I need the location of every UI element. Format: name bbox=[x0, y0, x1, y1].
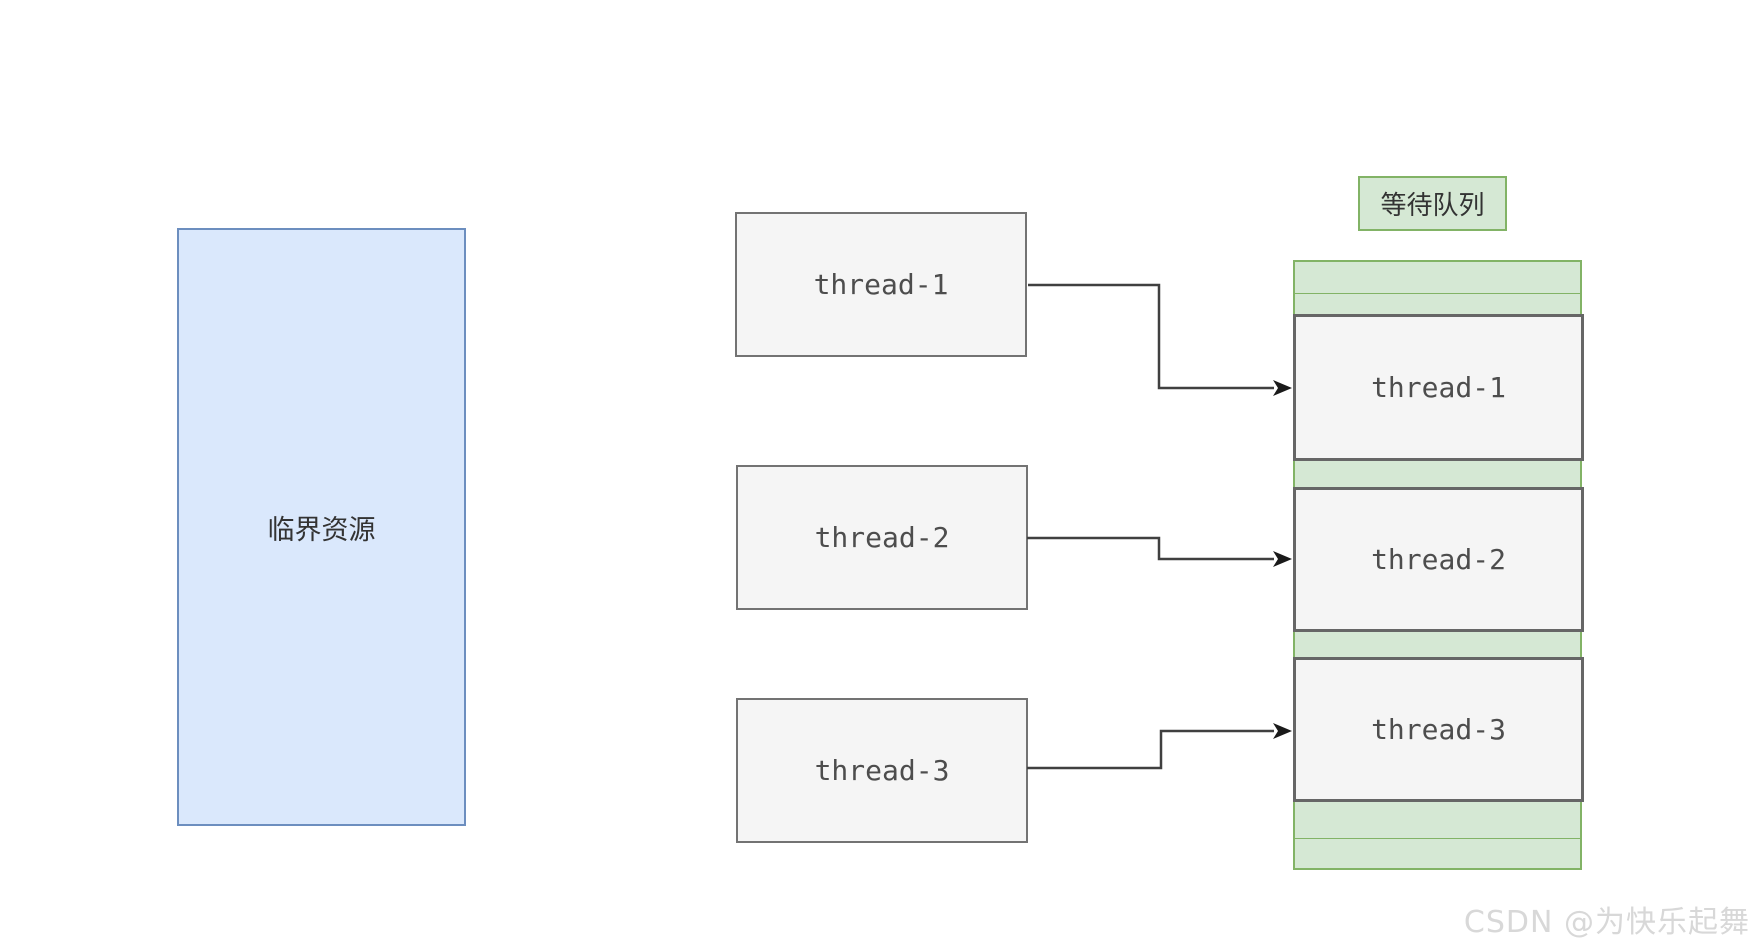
queue-slot-1-label: thread-1 bbox=[1371, 371, 1506, 404]
queue-divider bbox=[1295, 838, 1580, 839]
arrow-thread-2 bbox=[1027, 536, 1292, 567]
critical-resource-box: 临界资源 bbox=[177, 228, 466, 826]
queue-title-label: 等待队列 bbox=[1380, 191, 1485, 221]
thread-3-box: thread-3 bbox=[736, 698, 1028, 843]
thread-2-box: thread-2 bbox=[736, 465, 1028, 610]
thread-1-box: thread-1 bbox=[735, 212, 1027, 357]
critical-resource-label: 临界资源 bbox=[267, 514, 376, 546]
queue-slot-thread-2: thread-2 bbox=[1293, 487, 1584, 632]
waiting-queue: thread-1 thread-2 thread-3 bbox=[1293, 260, 1584, 870]
arrow-thread-1 bbox=[1028, 283, 1292, 396]
thread-3-label: thread-3 bbox=[814, 754, 950, 787]
queue-slot-2-label: thread-2 bbox=[1371, 543, 1506, 576]
queue-title-badge: 等待队列 bbox=[1358, 176, 1507, 231]
thread-2-label: thread-2 bbox=[814, 521, 950, 554]
queue-slot-thread-1: thread-1 bbox=[1293, 314, 1584, 461]
watermark-text: CSDN @为快乐起舞 bbox=[1463, 905, 1750, 940]
queue-slot-3-label: thread-3 bbox=[1371, 713, 1506, 746]
queue-slot-thread-3: thread-3 bbox=[1293, 657, 1584, 802]
arrow-thread-3 bbox=[1027, 723, 1292, 770]
thread-1-label: thread-1 bbox=[813, 268, 949, 301]
queue-divider bbox=[1295, 293, 1580, 294]
